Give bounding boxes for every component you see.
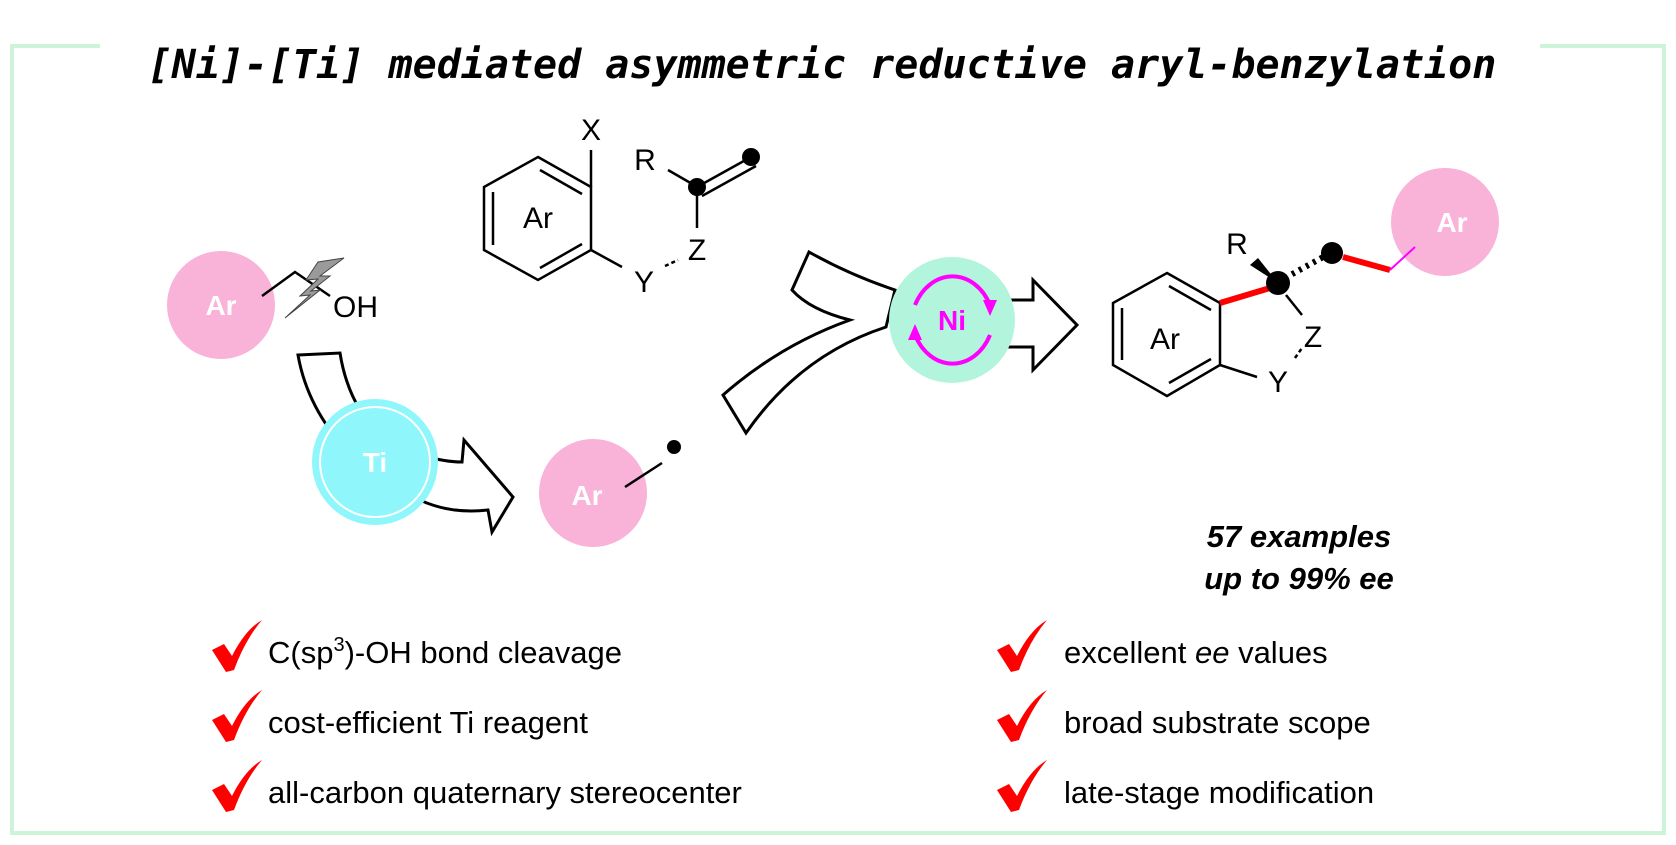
- feature-item: late-stage modification: [1064, 775, 1374, 810]
- ni-catalyst: Ni: [889, 257, 1015, 383]
- feature-list-right: excellent ee values broad substrate scop…: [997, 620, 1374, 812]
- svg-text:Ar: Ar: [1150, 323, 1180, 356]
- check-mark-icon: [212, 690, 262, 742]
- frame-border: [10, 44, 1666, 835]
- max-ee: up to 99% ee: [1204, 561, 1394, 596]
- examples-count: 57 examples: [1207, 519, 1391, 554]
- feature-item: excellent ee values: [1064, 635, 1328, 670]
- product: [1111, 253, 1391, 398]
- feature-item: cost-efficient Ti reagent: [268, 705, 588, 740]
- svg-text:R: R: [1226, 228, 1248, 261]
- feature-item: all-carbon quaternary stereocenter: [268, 775, 742, 810]
- svg-text:OH: OH: [333, 291, 378, 324]
- check-mark-icon: [212, 620, 262, 672]
- svg-text:R: R: [634, 144, 656, 177]
- svg-text:Ni: Ni: [938, 305, 966, 336]
- feature-item: broad substrate scope: [1064, 705, 1371, 740]
- svg-text:X: X: [581, 114, 601, 147]
- benzyl-alcohol: Ar OH: [167, 251, 378, 359]
- svg-text:Y: Y: [634, 266, 654, 299]
- arrow-into-ni: [721, 249, 897, 436]
- title: [Ni]-[Ti] mediated asymmetric reductive …: [148, 42, 1497, 88]
- svg-text:Z: Z: [688, 234, 706, 267]
- radical-dot: [667, 440, 681, 454]
- svg-text:Ti: Ti: [363, 447, 387, 478]
- lightning-bolt-icon: [284, 257, 345, 319]
- ti-catalyst: Ti: [312, 399, 438, 525]
- feature-item: C(sp3)-OH bond cleavage: [268, 634, 622, 670]
- svg-text:Z: Z: [1304, 321, 1322, 354]
- check-mark-icon: [997, 690, 1047, 742]
- aryl-circle: [167, 251, 275, 359]
- svg-text:Y: Y: [1268, 366, 1288, 399]
- svg-text:Ar: Ar: [1436, 207, 1467, 238]
- cycle-arrows-icon: [913, 274, 992, 306]
- benzyl-radical: Ar: [539, 439, 681, 547]
- svg-text:Ar: Ar: [523, 202, 553, 235]
- feature-list-left: C(sp3)-OH bond cleavage cost-efficient T…: [212, 620, 742, 812]
- arrow-ni-to-product: [1003, 276, 1080, 374]
- svg-text:Ar: Ar: [205, 290, 236, 321]
- check-mark-icon: [997, 760, 1047, 812]
- check-mark-icon: [212, 760, 262, 812]
- check-mark-icon: [997, 620, 1047, 672]
- svg-text:Ar: Ar: [571, 480, 602, 511]
